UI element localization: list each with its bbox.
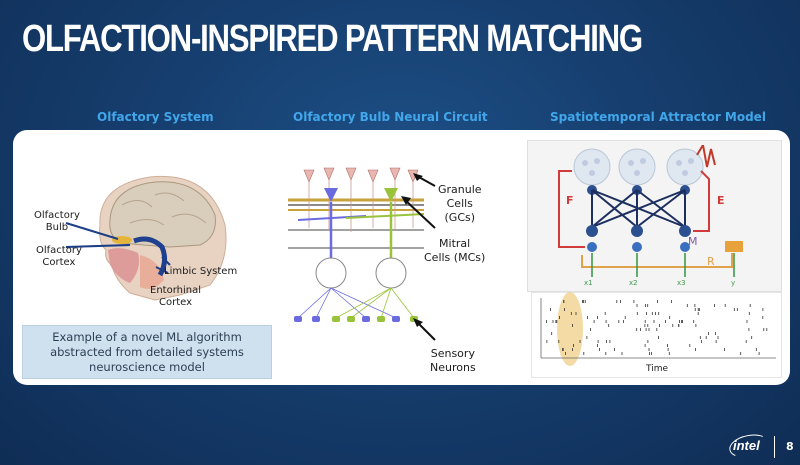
intel-logo: intel <box>733 438 760 453</box>
label-m: M <box>688 236 698 248</box>
brain-head-illustration <box>60 165 270 305</box>
input-x3: x3 <box>677 277 686 289</box>
heading-olfactory-bulb-circuit: Olfactory Bulb Neural Circuit <box>293 110 488 124</box>
heading-olfactory-system: Olfactory System <box>97 110 214 124</box>
label-granule-cells: Granule Cells (GCs) <box>438 183 482 225</box>
input-y: y <box>731 277 735 289</box>
page-number: 8 <box>786 440 794 453</box>
label-r: R <box>707 256 715 268</box>
intel-logo-ring <box>727 431 771 461</box>
footer-divider <box>774 436 775 458</box>
input-x2: x2 <box>629 277 638 289</box>
heading-attractor-model: Spatiotemporal Attractor Model <box>550 110 766 124</box>
attractor-network-diagram <box>537 145 772 287</box>
label-f: F <box>566 195 574 207</box>
input-x1: x1 <box>584 277 593 289</box>
spike-raster-plot <box>531 292 780 368</box>
label-mitral-cells: Mitral Cells (MCs) <box>424 237 485 265</box>
ml-algorithm-callout: Example of a novel ML algorithm abstract… <box>22 325 272 379</box>
label-limbic-system: Limbic System <box>164 266 237 278</box>
label-e: E <box>717 195 725 207</box>
label-sensory-neurons: Sensory Neurons <box>430 347 476 375</box>
raster-time-label: Time <box>646 363 668 375</box>
slide-title: OLFACTION-INSPIRED PATTERN MATCHING <box>22 18 642 61</box>
